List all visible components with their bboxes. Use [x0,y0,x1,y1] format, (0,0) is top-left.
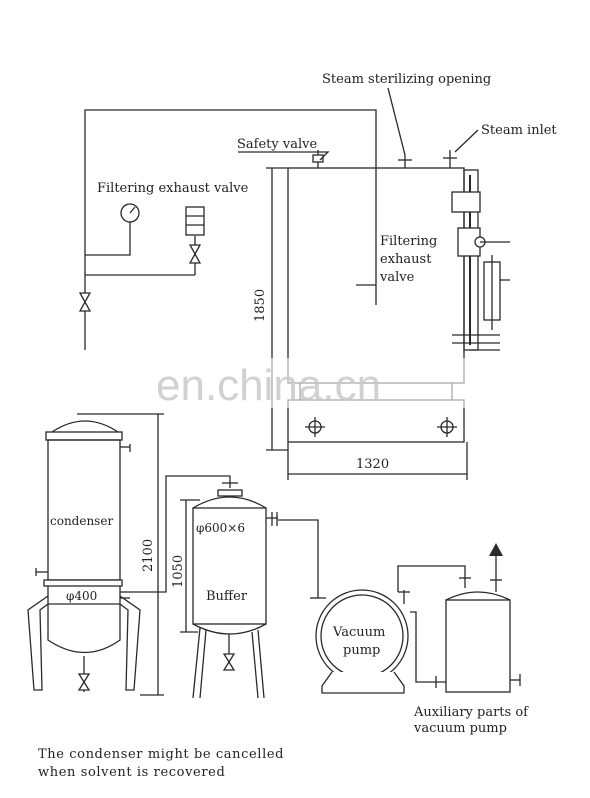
condenser-buffer-pipe [130,475,238,593]
note-line1: The condenser might be cancelled [38,747,284,762]
condenser-diameter-label: φ400 [66,589,97,603]
safety-valve-label: Safety valve [237,137,317,152]
filtering-exhaust-valve-right-label-2: exhaust [380,252,432,267]
filtering-exhaust-valve-left-label: Filtering exhaust valve [97,181,249,196]
filter-exhaust-valve-icon [185,206,205,264]
top-piping [84,109,377,350]
note-line2: when solvent is recovered [38,765,225,780]
steam-sterilizing-opening-label: Steam sterilizing opening [322,72,491,87]
watermark-backdrop [270,358,470,408]
dimension-label-1050: 1050 [171,555,186,588]
dimension-1320: 1320 [287,442,468,480]
dimension-2100: 2100 [95,413,164,696]
pump-aux-pipe [397,565,471,688]
dimension-label-1320: 1320 [356,457,389,472]
leader-lines [238,87,479,286]
auxiliary-label-line2: vacuum pump [413,721,507,736]
chamber-door [451,169,510,351]
condenser: condenser φ400 [27,413,141,692]
buffer-label: Buffer [206,589,248,604]
filtering-exhaust-valve-right-label-1: Filtering [380,234,437,249]
vacuum-pump-label-line2: pump [343,643,380,658]
dimension-label-2100: 2100 [141,539,156,572]
vacuum-pump-label-line1: Vacuum [332,625,385,640]
pipe-valve-icon [78,292,92,312]
condenser-label: condenser [50,514,113,528]
buffer-pump-pipe [278,519,326,599]
filtering-exhaust-valve-right-label-3: valve [379,270,415,285]
vacuum-pump: Vacuum pump [315,589,410,694]
dimension-label-1850: 1850 [253,289,268,322]
auxiliary-tank: Auxiliary parts of vacuum pump [413,543,529,736]
steam-inlet-label: Steam inlet [481,123,557,138]
buffer-size-label: φ600×6 [196,521,245,535]
dimension-1050: 1050 [171,499,200,633]
exhaust-arrow-icon [489,543,503,556]
watermark-text: en.china.cn [156,361,381,410]
buffer-tank: φ600×6 Buffer [192,489,278,699]
auxiliary-label-line1: Auxiliary parts of [413,705,529,720]
pressure-gauge-icon [120,203,140,223]
